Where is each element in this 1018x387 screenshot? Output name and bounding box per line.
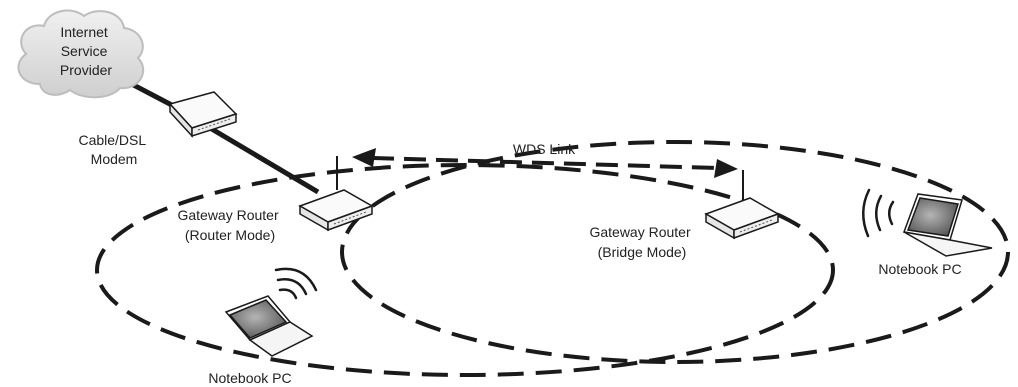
wds-link-label: WDS Link [513, 141, 576, 157]
wireless-waves-right-icon [862, 188, 895, 238]
notebook-left-label: Notebook PC [208, 370, 291, 386]
router-mode-label-line1: Gateway Router [177, 207, 278, 223]
bridge-mode-label-line1: Gateway Router [589, 224, 690, 240]
modem-label: Cable/DSL Modem [78, 132, 149, 167]
wireless-waves-left-icon [274, 267, 318, 300]
router-mode-coverage-ellipse [95, 163, 835, 377]
bridge-mode-coverage-ellipse [340, 140, 1010, 364]
isp-cloud-icon [17, 9, 145, 99]
router-mode-label-line2: (Router Mode) [185, 227, 275, 243]
wds-link-arrow [352, 148, 738, 178]
modem-label-line2: Modem [91, 151, 138, 167]
isp-label: Internet Service Provider [60, 24, 112, 78]
cable-dsl-modem-icon [168, 91, 238, 138]
notebook-pc-right-icon [902, 193, 993, 257]
isp-label-line3: Provider [60, 62, 112, 78]
router-mode-label: Gateway Router (Router Mode) [177, 207, 282, 243]
notebook-pc-left-icon [224, 295, 314, 357]
notebook-right-label: Notebook PC [878, 261, 961, 277]
gateway-router-bridge-mode-icon [704, 170, 780, 240]
modem-label-line1: Cable/DSL [78, 132, 146, 148]
gateway-router-router-mode-icon [298, 156, 374, 232]
isp-label-line1: Internet [60, 24, 108, 40]
modem-to-router-cable [203, 122, 320, 195]
bridge-mode-label-line2: (Bridge Mode) [598, 244, 687, 260]
bridge-mode-label: Gateway Router (Bridge Mode) [589, 224, 694, 260]
isp-label-line2: Service [61, 43, 108, 59]
